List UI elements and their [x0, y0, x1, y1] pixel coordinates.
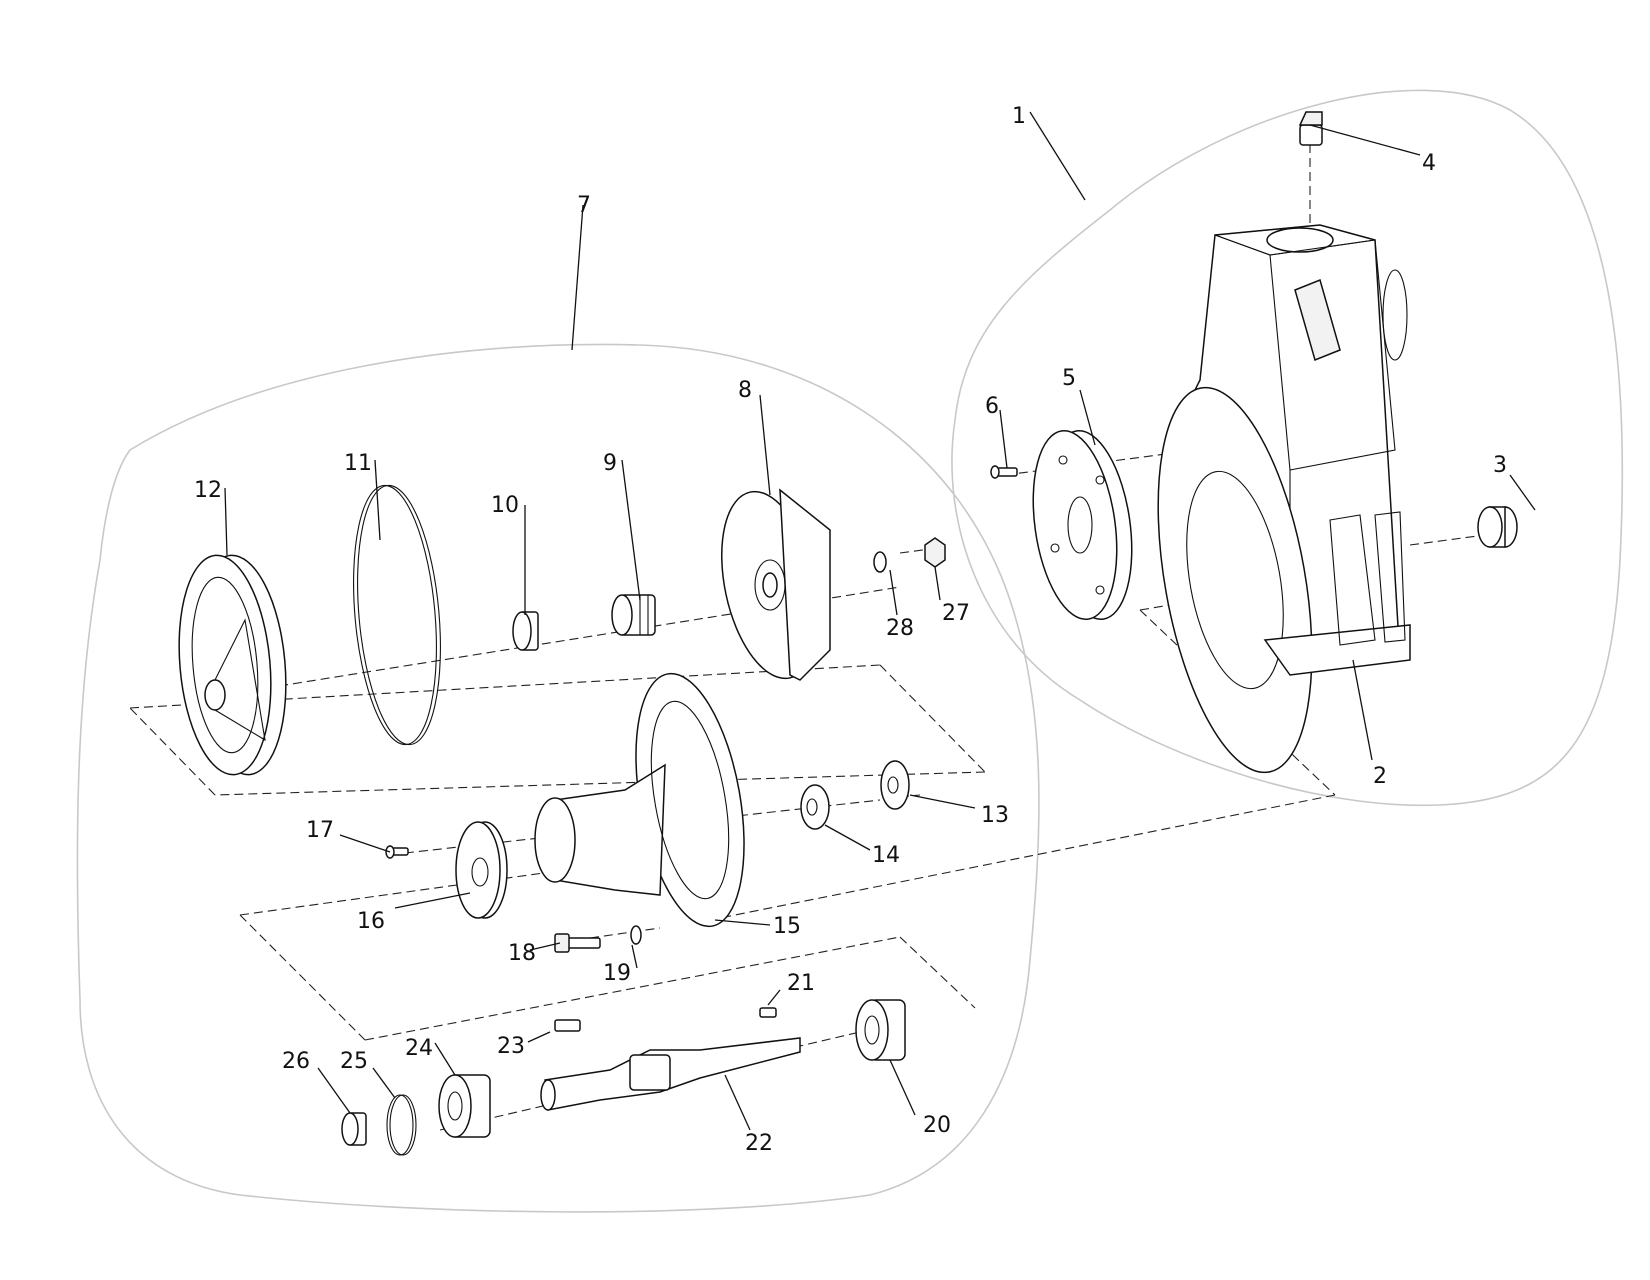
part-28-washer	[873, 551, 887, 573]
callout-1: 1	[1012, 104, 1026, 129]
callout-labels: 1 4 2 3 5 6 7 8 9 10 11 12 13 14 15 16 1…	[194, 104, 1507, 1156]
part-14-spacer	[800, 784, 830, 830]
callout-25: 25	[340, 1049, 368, 1074]
callout-10: 10	[491, 493, 519, 518]
part-15-bearing-housing	[534, 672, 745, 928]
callout-15: 15	[773, 914, 801, 939]
part-2-pump-casing	[1157, 224, 1411, 774]
callout-23: 23	[497, 1034, 525, 1059]
callout-4: 4	[1422, 151, 1436, 176]
callout-18: 18	[508, 941, 536, 966]
part-27-nut	[924, 537, 946, 568]
part-3-drain-plug	[1477, 506, 1518, 548]
callout-12: 12	[194, 478, 222, 503]
callout-16: 16	[357, 909, 385, 934]
callout-5: 5	[1062, 366, 1076, 391]
callout-20: 20	[923, 1113, 951, 1138]
bearing-assembly-group-outline	[76, 343, 1040, 1213]
callout-6: 6	[985, 394, 999, 419]
callout-14: 14	[872, 843, 900, 868]
part-6-screw	[990, 465, 1018, 479]
pump-casing-group-outline	[951, 89, 1624, 807]
callout-17: 17	[306, 818, 334, 843]
callout-22: 22	[745, 1131, 773, 1156]
part-23-key	[554, 1019, 581, 1032]
part-9-mechanical-seal	[611, 594, 656, 636]
part-4-vent-plug	[1298, 111, 1323, 146]
part-5-wear-plate	[1032, 430, 1133, 620]
part-22-shaft	[540, 1037, 801, 1111]
part-13-washer	[880, 760, 910, 810]
part-8-seal-plate	[721, 488, 831, 681]
part-12-impeller	[178, 554, 287, 776]
part-16-bearing-cover	[455, 821, 508, 919]
part-11-o-ring	[353, 484, 441, 746]
part-18-bolt	[554, 933, 601, 953]
callout-13: 13	[981, 803, 1009, 828]
callout-9: 9	[603, 451, 617, 476]
part-21-key	[759, 1007, 777, 1018]
callout-28: 28	[886, 616, 914, 641]
callout-8: 8	[738, 378, 752, 403]
part-25-snap-ring	[386, 1094, 417, 1156]
part-20-bearing	[855, 999, 906, 1061]
callout-2: 2	[1373, 764, 1387, 789]
callout-7: 7	[577, 193, 591, 218]
callout-11: 11	[344, 451, 372, 476]
part-10-seal	[512, 611, 539, 651]
part-26-oil-seal	[341, 1112, 367, 1146]
callout-19: 19	[603, 961, 631, 986]
part-19-nut	[630, 925, 642, 945]
callout-3: 3	[1493, 453, 1507, 478]
callout-26: 26	[282, 1049, 310, 1074]
callout-21: 21	[787, 971, 815, 996]
leader-lines	[224, 111, 1536, 1131]
callout-24: 24	[405, 1036, 433, 1061]
part-24-bearing	[438, 1074, 491, 1138]
callout-27: 27	[942, 601, 970, 626]
